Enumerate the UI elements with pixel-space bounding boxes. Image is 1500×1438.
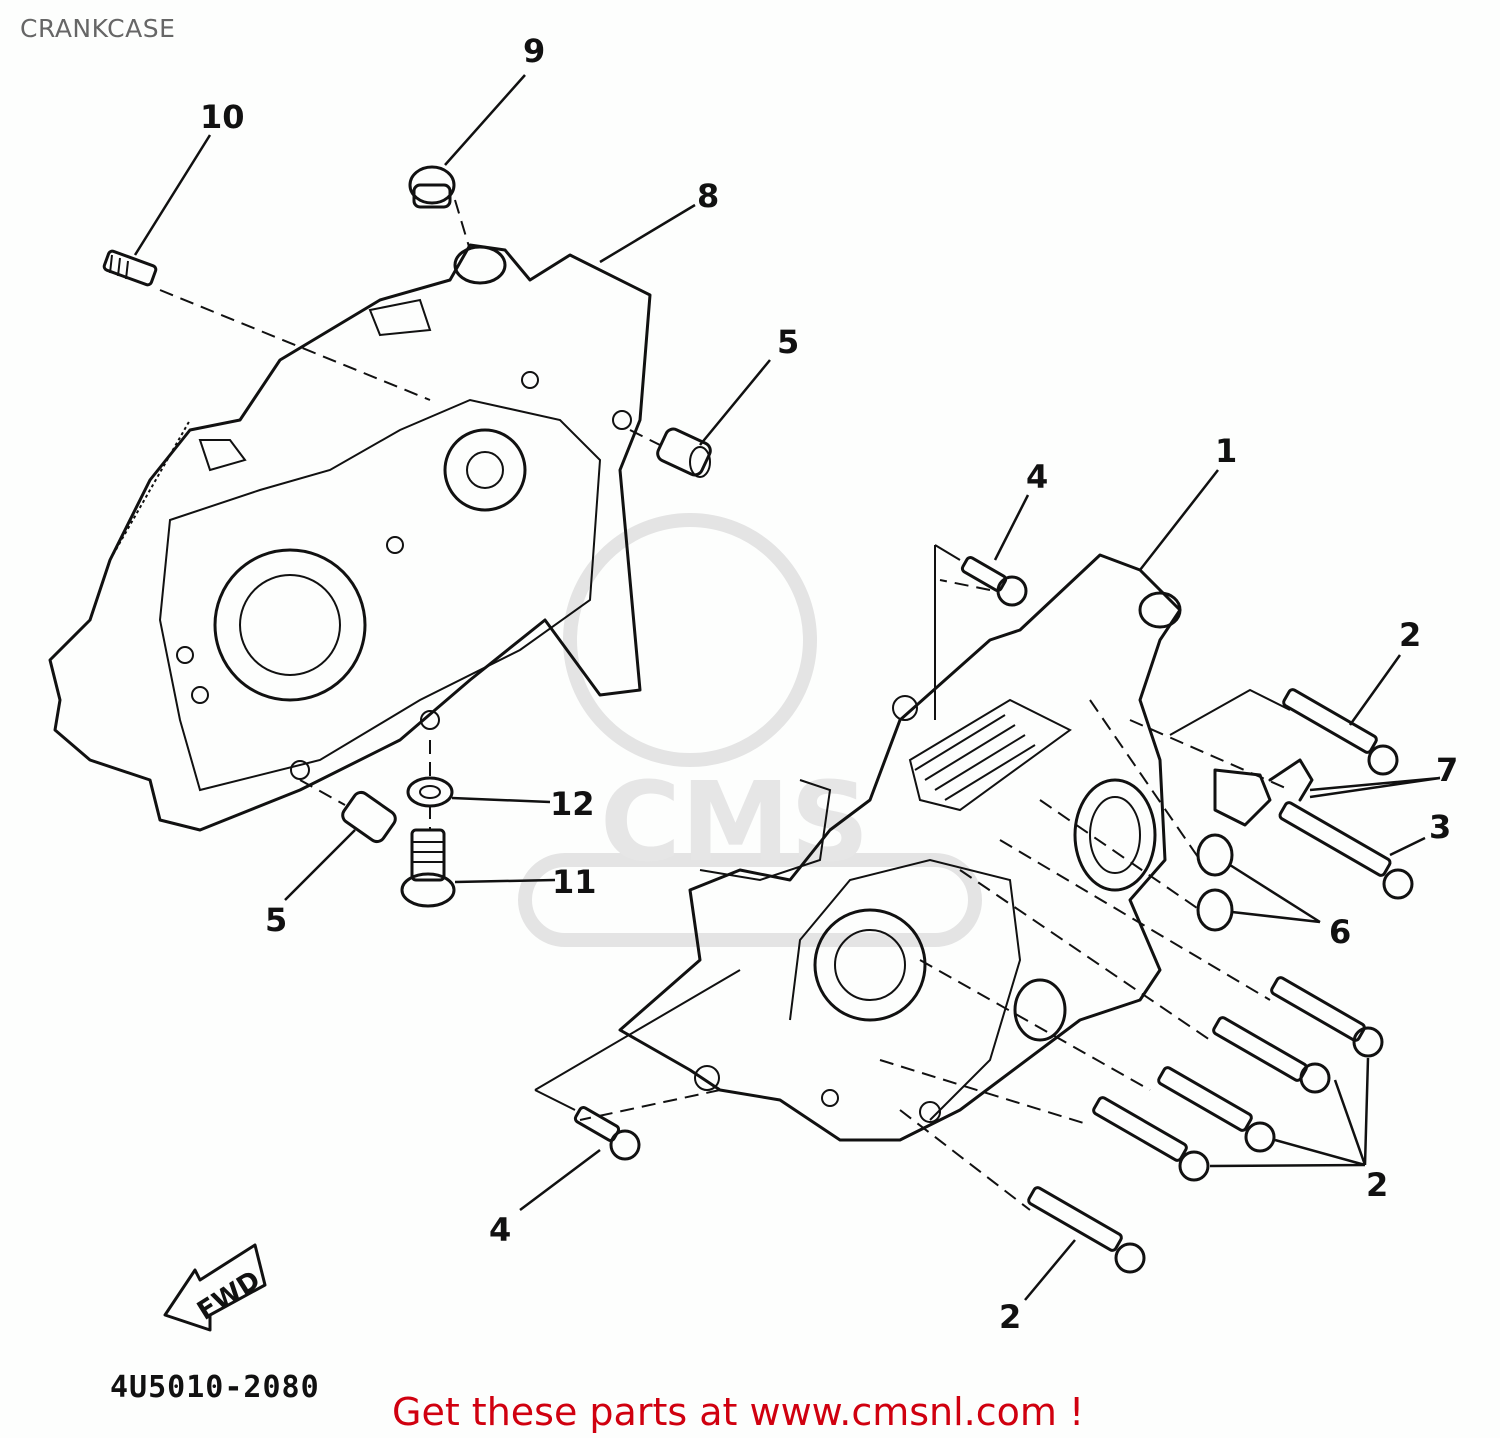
callout-3: 3 (1429, 808, 1451, 846)
dowel-pins-6 (1196, 833, 1234, 932)
part-code: 4U5010-2080 (110, 1370, 320, 1405)
callout-2: 2 (999, 1298, 1021, 1336)
bolt-2 (1282, 688, 1399, 776)
callout-5: 5 (265, 901, 287, 939)
callout-8: 8 (697, 177, 719, 215)
diagram-title: CRANKCASE (20, 14, 176, 43)
bolt-2 (1157, 1066, 1276, 1153)
callout-4: 4 (489, 1211, 511, 1249)
promo-link[interactable]: Get these parts at www.cmsnl.com ! (392, 1390, 1085, 1434)
bolt-2 (1027, 1186, 1146, 1274)
callout-12: 12 (550, 785, 595, 823)
leader-lines (133, 74, 1441, 1301)
watermark-logo: CMS (518, 513, 982, 947)
plug-9 (408, 165, 456, 209)
dowel-pin-5-top (656, 427, 712, 478)
drain-bolt-11 (400, 828, 456, 908)
dowel-pin-5-bottom (341, 790, 397, 844)
callout-11: 11 (552, 863, 597, 901)
screw-4 (960, 556, 1028, 607)
plug-10 (102, 249, 158, 287)
svg-text:CMS: CMS (600, 758, 869, 886)
callout-4: 4 (1026, 458, 1048, 496)
right-crankcase-half (618, 553, 1182, 1142)
fwd-arrow: FWD (163, 1243, 267, 1332)
clamp-7 (1213, 758, 1314, 827)
bolt-2 (1212, 1016, 1331, 1094)
bolt-2 (1092, 1096, 1210, 1182)
callout-2: 2 (1366, 1166, 1388, 1204)
callout-2: 2 (1399, 616, 1421, 654)
bolt-3 (1278, 801, 1414, 900)
callout-1: 1 (1215, 432, 1237, 470)
fwd-label: FWD (192, 1265, 266, 1326)
callout-6: 6 (1329, 913, 1351, 951)
gasket-12 (406, 776, 454, 808)
bolt-2 (1270, 976, 1384, 1058)
callout-5: 5 (777, 323, 799, 361)
left-crankcase-half (48, 243, 652, 832)
callout-9: 9 (523, 32, 545, 70)
screw-4 (573, 1106, 641, 1161)
callout-7: 7 (1436, 751, 1458, 789)
callout-10: 10 (200, 98, 245, 136)
